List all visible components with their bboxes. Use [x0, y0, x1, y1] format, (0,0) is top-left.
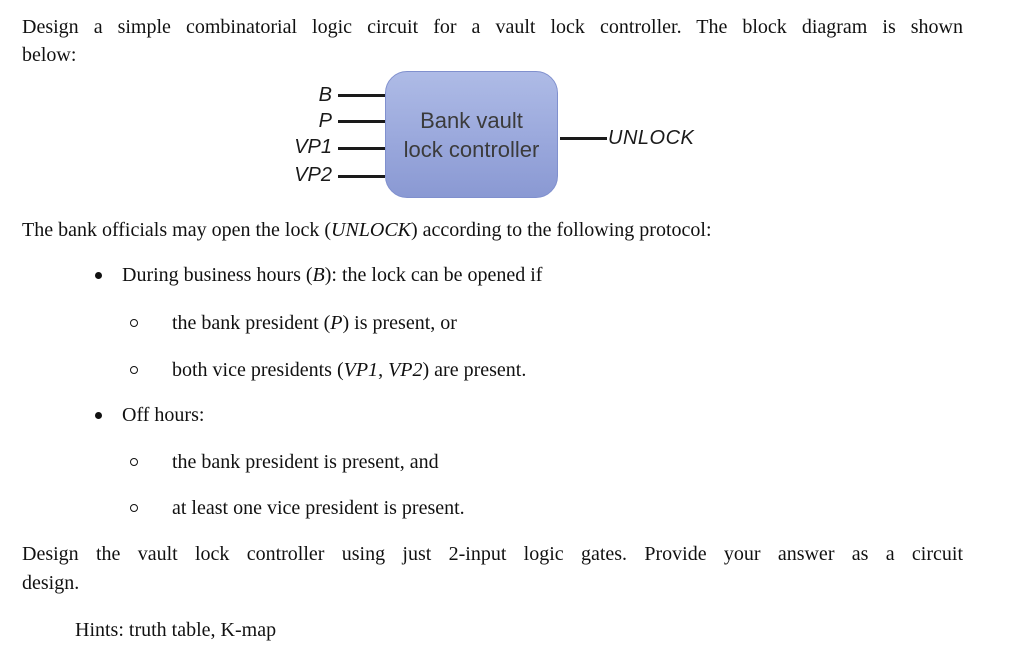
- var-b: B: [312, 264, 325, 286]
- list-item-text: ) are present.: [422, 359, 527, 381]
- var-p: P: [330, 312, 343, 334]
- list-item-business-hours: During business hours (B): the lock can …: [122, 262, 542, 288]
- list-item-text: at least one vice president is present.: [172, 497, 465, 519]
- list-item-president-present: the bank president (P) is present, or: [172, 310, 457, 336]
- list-item-text: During business hours (: [122, 264, 313, 286]
- input-label-b: B: [318, 84, 332, 106]
- list-item-one-vp: at least one vice president is present.: [172, 495, 465, 521]
- circle-bullet-icon: [130, 366, 138, 374]
- input-label-p: P: [318, 110, 332, 132]
- list-item-off-hours: Off hours:: [122, 402, 204, 428]
- closing-line-2: design.: [22, 572, 80, 594]
- closing-line-1: Design the vault lock controller using j…: [22, 543, 963, 565]
- controller-box-label-line1: Bank vault: [420, 107, 523, 133]
- input-wire-vp2: [338, 175, 385, 178]
- list-item-text: both vice presidents (: [172, 359, 344, 381]
- protocol-unlock-term: UNLOCK: [330, 219, 412, 241]
- list-item-both-vps: both vice presidents (VP1, VP2) are pres…: [172, 357, 526, 383]
- list-item-text: the bank president (: [172, 312, 331, 334]
- output-wire: [560, 137, 607, 140]
- list-item-text: ,: [378, 359, 389, 381]
- bullet-dot-icon: [95, 412, 102, 419]
- circle-bullet-icon: [130, 458, 138, 466]
- var-vp2: VP2: [388, 359, 423, 381]
- input-wire-vp1: [338, 147, 385, 150]
- closing-paragraph: Design the vault lock controller using j…: [22, 540, 963, 598]
- var-vp1: VP1: [343, 359, 379, 381]
- controller-box-label-line2: lock controller: [403, 136, 540, 162]
- intro-line-1: Design a simple combinatorial logic circ…: [22, 16, 963, 38]
- input-wire-b: [338, 94, 385, 97]
- input-label-vp2: VP2: [294, 164, 332, 186]
- controller-box: Bank vault lock controller: [385, 71, 558, 198]
- input-label-vp1: VP1: [294, 136, 332, 158]
- list-item-text: the bank president is present, and: [172, 451, 439, 473]
- list-item-text: ): the lock can be opened if: [324, 264, 543, 286]
- circle-bullet-icon: [130, 319, 138, 327]
- intro-line-2: below:: [22, 44, 77, 66]
- circle-bullet-icon: [130, 504, 138, 512]
- intro-paragraph: Design a simple combinatorial logic circ…: [22, 13, 963, 69]
- output-label-unlock: UNLOCK: [608, 127, 695, 149]
- list-item-text: ) is present, or: [342, 312, 457, 334]
- list-item-president-and: the bank president is present, and: [172, 449, 439, 475]
- protocol-text-pre: The bank officials may open the lock (: [22, 219, 331, 241]
- bullet-dot-icon: [95, 272, 102, 279]
- protocol-text-post: ) according to the following protocol:: [411, 219, 712, 241]
- hints-line: Hints: truth table, K-map: [75, 619, 277, 641]
- protocol-sentence: The bank officials may open the lock (UN…: [22, 217, 712, 243]
- input-wire-p: [338, 120, 385, 123]
- list-item-text: Off hours:: [122, 404, 205, 426]
